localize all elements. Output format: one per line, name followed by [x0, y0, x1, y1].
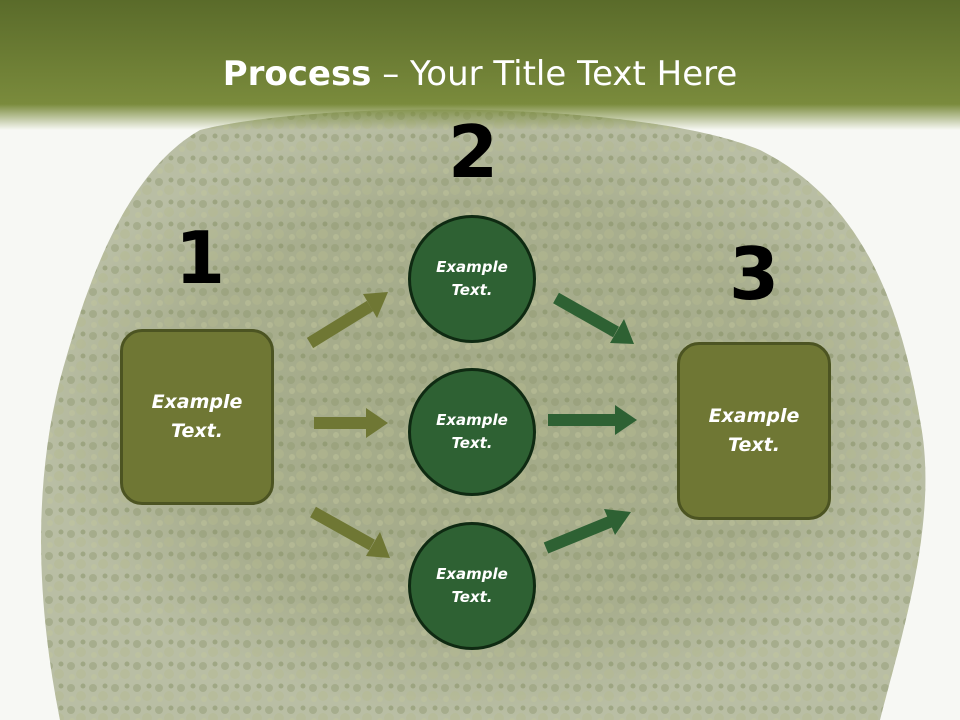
arrow-top-to-right [553, 292, 634, 344]
step-number-2: 2 [447, 110, 499, 194]
title-bar [0, 0, 960, 130]
process-circle-bottom-text: Example Text. [436, 565, 508, 606]
slide-title-bold: Process [222, 54, 372, 94]
process-box-left: Example Text. [120, 329, 274, 505]
process-circle-top: Example Text. [408, 215, 536, 343]
process-circle-middle: Example Text. [408, 368, 536, 496]
step-number-1: 1 [174, 216, 226, 300]
process-box-right-text: Example Text. [708, 405, 800, 456]
arrow-middle-to-right [548, 405, 637, 435]
arrow-bottom-to-right [543, 509, 631, 554]
slide-title: Process – Your Title Text Here [0, 52, 960, 96]
step-number-3: 3 [728, 232, 780, 316]
slide-title-rest: – Your Title Text Here [371, 54, 738, 94]
arrow-left-to-bottom [310, 506, 390, 558]
process-box-left-text: Example Text. [151, 391, 243, 442]
arrow-left-to-middle [314, 408, 388, 438]
process-circle-middle-text: Example Text. [436, 411, 508, 452]
process-circle-bottom: Example Text. [408, 522, 536, 650]
arrow-left-to-top [306, 292, 388, 349]
process-box-right: Example Text. [677, 342, 831, 520]
process-circle-top-text: Example Text. [436, 258, 508, 299]
